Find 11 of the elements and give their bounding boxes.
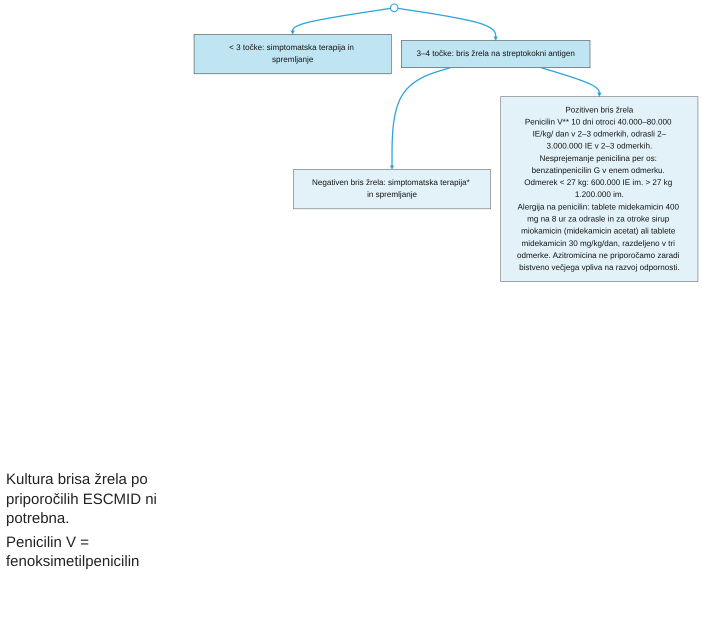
note-text: Kultura brisa žrela po priporočilih ESCMID ni potrebna. — [6, 470, 158, 528]
arrow — [290, 8, 391, 35]
node-box: < 3 točke: simptomatska terapija in spremljanje — [194, 34, 392, 74]
arrow — [390, 67, 450, 170]
node-circle — [390, 4, 398, 12]
note-text: Penicilin V = fenoksimetilpenicilin — [6, 532, 140, 572]
node-box: Negativen bris žrela: simptomatska terapija* in spremljanje — [293, 169, 491, 210]
arrow — [398, 8, 498, 41]
node-box: Pozitiven bris žrela Penicilin V** 10 dni otroci 40.000–80.000 IE/kg/ dan v 2–3 odmerkih, odrasli 2–3.000.000 IE v 2–3 odmerkih. Nesprejemanje penicilina per os: benzatinpenicilin G v enem odmerku. Odmerek < 27 kg: 600.000 IE im. > 27 kg 1.200.000 im. Alergija na penicilin: tablete midekamicin 400 mg na 8 ur za odrasle in za otroke sirup miokamicin (midekamicin acetat) ali tablete midekamicin 30 mg/kg/dan, razdeljeno v tri odmerke. Azitromicina ne priporočamo zaradi bistveno večjega vpliva na razvoj odpornosti. — [500, 96, 698, 282]
arrow — [541, 67, 602, 97]
node-box: 3–4 točke: bris žrela na streptokokni antigen — [401, 40, 590, 68]
